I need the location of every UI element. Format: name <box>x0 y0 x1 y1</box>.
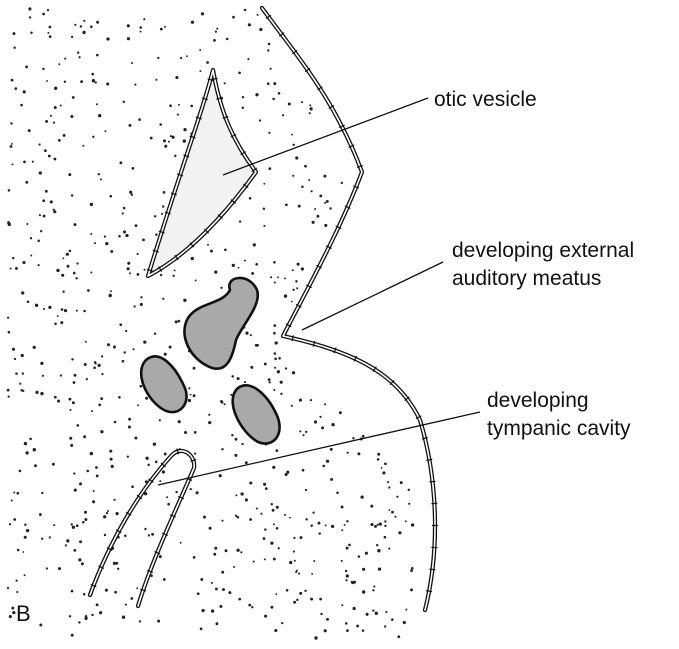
ossicle-incus <box>141 356 186 412</box>
label-external-meatus-line1: developing external <box>452 239 634 262</box>
panel-letter: B <box>16 601 31 626</box>
ossicle-stapes <box>233 385 280 443</box>
surface-ectoderm <box>262 8 438 610</box>
label-otic-vesicle: otic vesicle <box>434 88 537 111</box>
label-tympanic-line1: developing <box>487 389 589 412</box>
otic-vesicle <box>147 70 257 276</box>
tympanic-pouch <box>90 449 196 607</box>
label-external-meatus-line2: auditory meatus <box>452 267 601 290</box>
leader-otic-vesicle <box>223 98 428 175</box>
leader-external-meatus <box>302 262 443 330</box>
label-tympanic-line2: tympanic cavity <box>487 417 631 440</box>
ossicles <box>141 278 279 444</box>
ossicle-malleus <box>184 278 257 369</box>
